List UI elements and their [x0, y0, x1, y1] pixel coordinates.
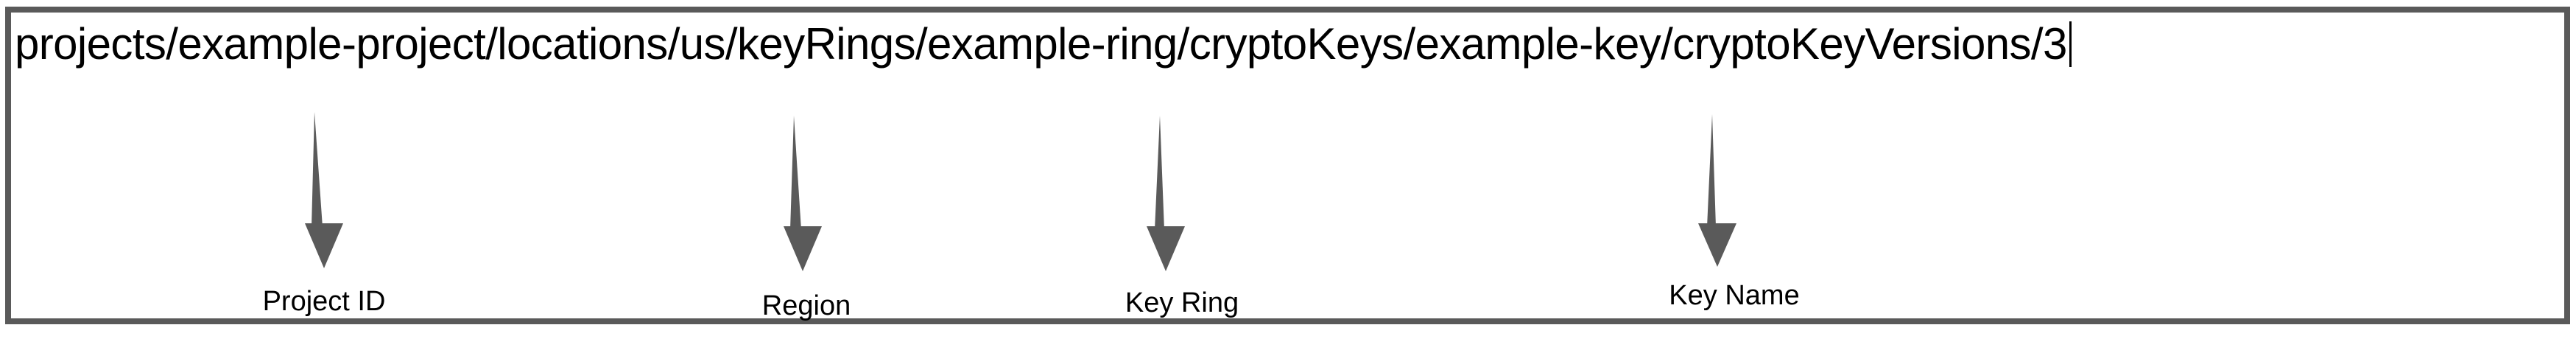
callout-label-region: Region — [761, 290, 851, 321]
callout-arrow-key-name — [1673, 103, 1762, 273]
callout-label-key-name: Key Name — [1669, 280, 1800, 311]
callout-arrow-region — [759, 103, 847, 273]
resource-path-text[interactable]: projects/example-project/locations/us/ke… — [15, 19, 2067, 69]
callout-label-key-ring: Key Ring — [1125, 287, 1239, 318]
input-box-frame — [5, 7, 2570, 324]
callout-label-project-id: Project ID — [262, 286, 386, 317]
text-caret — [2069, 21, 2072, 67]
callout-arrow-key-ring — [1122, 103, 1210, 273]
resource-path-row[interactable]: projects/example-project/locations/us/ke… — [15, 15, 2072, 74]
callout-arrow-project-id — [280, 103, 368, 273]
